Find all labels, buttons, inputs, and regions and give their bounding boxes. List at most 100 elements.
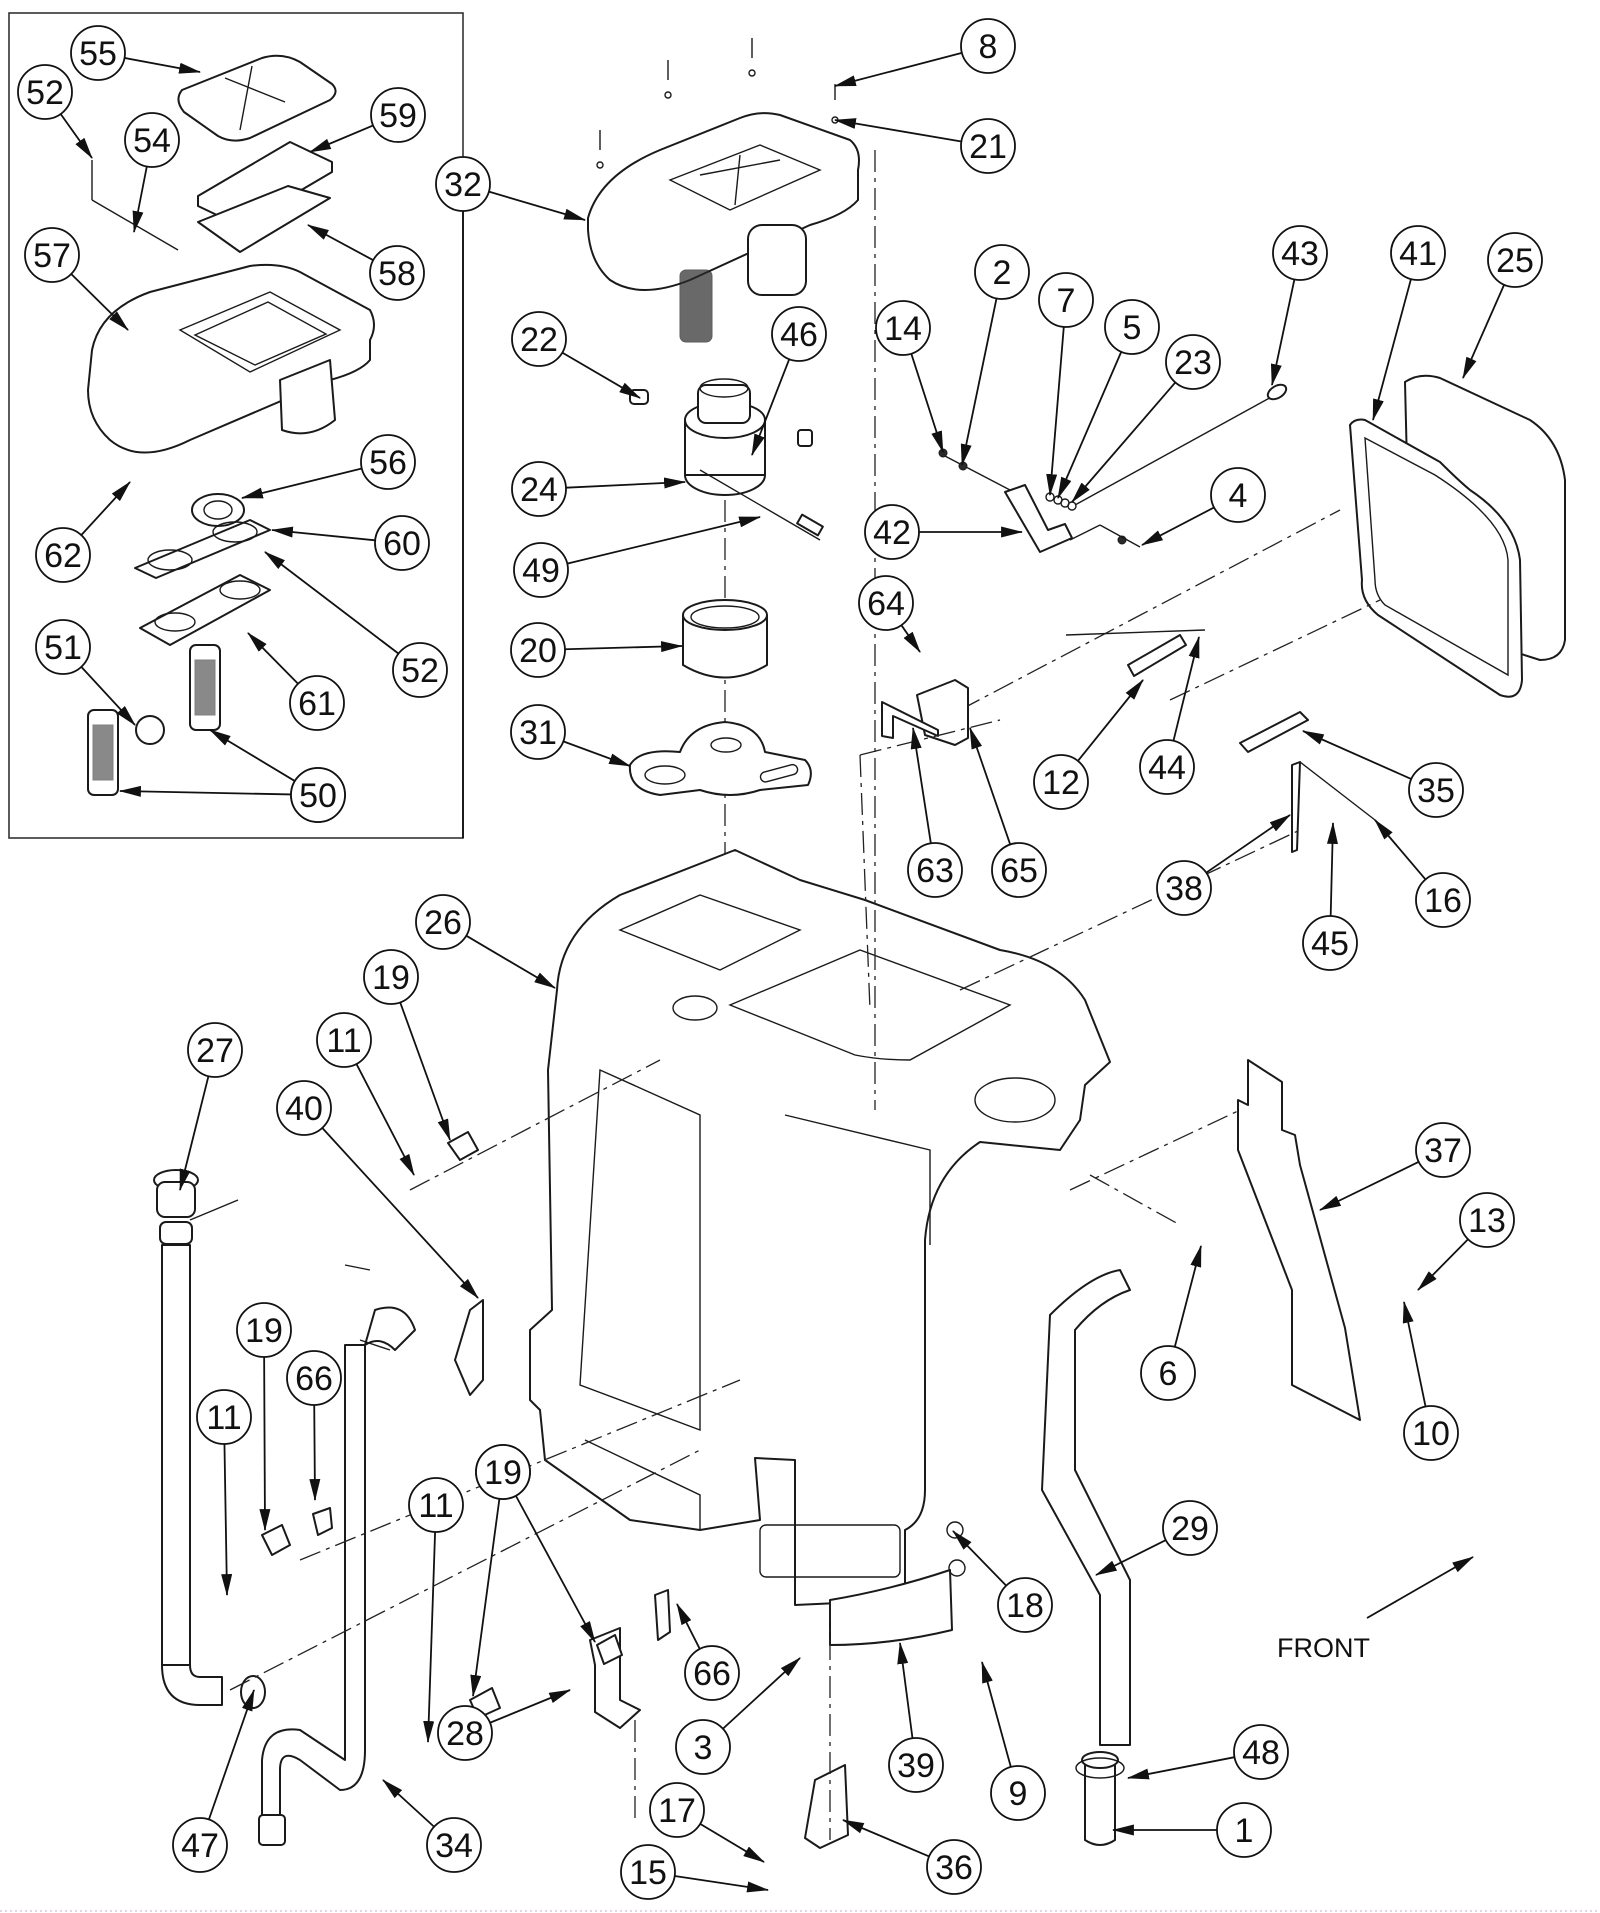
callout-3[interactable]: 3	[675, 1719, 731, 1775]
callout-19[interactable]: 19	[475, 1444, 531, 1500]
callout-20[interactable]: 20	[510, 622, 566, 678]
callout-22[interactable]: 22	[511, 311, 567, 367]
callout-number: 15	[629, 1854, 667, 1892]
callout-42[interactable]: 42	[864, 504, 920, 560]
callout-21[interactable]: 21	[960, 118, 1016, 174]
callout-12[interactable]: 12	[1033, 754, 1089, 810]
callout-circle	[24, 227, 80, 283]
callout-31[interactable]: 31	[510, 704, 566, 760]
callout-4[interactable]: 4	[1210, 467, 1266, 523]
callout-number: 10	[1412, 1415, 1450, 1453]
callout-29[interactable]: 29	[1162, 1500, 1218, 1556]
leader-arrow-52	[59, 113, 93, 159]
callout-26[interactable]: 26	[415, 894, 471, 950]
leader-arrow-61	[247, 632, 299, 685]
callout-49[interactable]: 49	[513, 542, 569, 598]
callout-56[interactable]: 56	[360, 434, 416, 490]
part-31-plate	[628, 721, 812, 796]
callout-circle	[1210, 467, 1266, 523]
callout-circle	[196, 1389, 252, 1445]
callout-40[interactable]: 40	[276, 1080, 332, 1136]
callout-24[interactable]: 24	[511, 461, 567, 517]
callout-52[interactable]: 52	[17, 64, 73, 120]
leader-arrow-9	[981, 1660, 1012, 1768]
callout-45[interactable]: 45	[1302, 915, 1358, 971]
leader-arrow-11	[423, 1531, 436, 1744]
callout-55[interactable]: 55	[70, 25, 126, 81]
callout-number: 8	[979, 28, 998, 66]
callout-54[interactable]: 54	[124, 112, 180, 168]
callout-7[interactable]: 7	[1038, 272, 1094, 328]
callout-11[interactable]: 11	[196, 1389, 252, 1445]
callout-11[interactable]: 11	[316, 1012, 372, 1068]
callout-circle	[370, 87, 426, 143]
callout-circle	[649, 1782, 705, 1838]
callout-11[interactable]: 11	[408, 1477, 464, 1533]
leader-arrow-47	[208, 1688, 255, 1820]
callout-6[interactable]: 6	[1140, 1345, 1196, 1401]
callout-61[interactable]: 61	[289, 675, 345, 731]
callout-number: 6	[1159, 1355, 1178, 1393]
callout-63[interactable]: 63	[907, 842, 963, 898]
callout-circle	[1233, 1724, 1289, 1780]
callout-28[interactable]: 28	[437, 1705, 493, 1761]
callout-34[interactable]: 34	[426, 1817, 482, 1873]
callout-5[interactable]: 5	[1104, 299, 1160, 355]
callout-17[interactable]: 17	[649, 1782, 705, 1838]
callout-circle	[363, 949, 419, 1005]
callout-36[interactable]: 36	[926, 1839, 982, 1895]
callout-19[interactable]: 19	[236, 1302, 292, 1358]
callout-52[interactable]: 52	[392, 642, 448, 698]
callout-8[interactable]: 8	[960, 18, 1016, 74]
callout-27[interactable]: 27	[187, 1022, 243, 1078]
leader-arrow-56	[240, 467, 363, 499]
callout-2[interactable]: 2	[974, 244, 1030, 300]
leader-arrow-27	[179, 1075, 210, 1192]
callout-35[interactable]: 35	[1408, 762, 1464, 818]
callout-18[interactable]: 18	[997, 1577, 1053, 1633]
hoses	[153, 1169, 1131, 1846]
callout-1[interactable]: 1	[1216, 1802, 1272, 1858]
callout-50[interactable]: 50	[290, 767, 346, 823]
callout-circle	[510, 704, 566, 760]
callout-57[interactable]: 57	[24, 227, 80, 283]
callout-66[interactable]: 66	[286, 1350, 342, 1406]
callout-66[interactable]: 66	[684, 1645, 740, 1701]
callout-number: 61	[298, 685, 336, 723]
callout-65[interactable]: 65	[991, 842, 1047, 898]
callout-43[interactable]: 43	[1272, 225, 1328, 281]
callout-62[interactable]: 62	[35, 527, 91, 583]
callout-60[interactable]: 60	[374, 515, 430, 571]
callout-51[interactable]: 51	[35, 619, 91, 675]
callout-59[interactable]: 59	[370, 87, 426, 143]
part-20-sleeve	[682, 615, 768, 679]
leader-arrow-49	[567, 516, 762, 565]
leader-arrow-40	[321, 1127, 479, 1299]
callout-48[interactable]: 48	[1233, 1724, 1289, 1780]
callout-37[interactable]: 37	[1415, 1122, 1471, 1178]
callout-19[interactable]: 19	[363, 949, 419, 1005]
callout-9[interactable]: 9	[990, 1765, 1046, 1821]
callout-39[interactable]: 39	[888, 1737, 944, 1793]
callout-64[interactable]: 64	[858, 575, 914, 631]
callout-44[interactable]: 44	[1139, 739, 1195, 795]
callout-41[interactable]: 41	[1390, 225, 1446, 281]
main-tank-body	[409, 150, 1301, 1606]
callout-circle	[1487, 232, 1543, 288]
callout-38[interactable]: 38	[1156, 860, 1212, 916]
callout-10[interactable]: 10	[1403, 1405, 1459, 1461]
callout-58[interactable]: 58	[369, 245, 425, 301]
callout-13[interactable]: 13	[1459, 1192, 1515, 1248]
callout-46[interactable]: 46	[771, 306, 827, 362]
callout-number: 17	[658, 1792, 696, 1830]
callout-15[interactable]: 15	[620, 1844, 676, 1900]
callout-25[interactable]: 25	[1487, 232, 1543, 288]
callout-32[interactable]: 32	[435, 156, 491, 212]
callout-16[interactable]: 16	[1415, 872, 1471, 928]
vacuum-motor-assembly	[629, 378, 824, 1110]
part-55-lid	[177, 54, 337, 142]
callout-circle	[408, 1477, 464, 1533]
callout-23[interactable]: 23	[1165, 334, 1221, 390]
callout-47[interactable]: 47	[172, 1817, 228, 1873]
callout-14[interactable]: 14	[875, 300, 931, 356]
